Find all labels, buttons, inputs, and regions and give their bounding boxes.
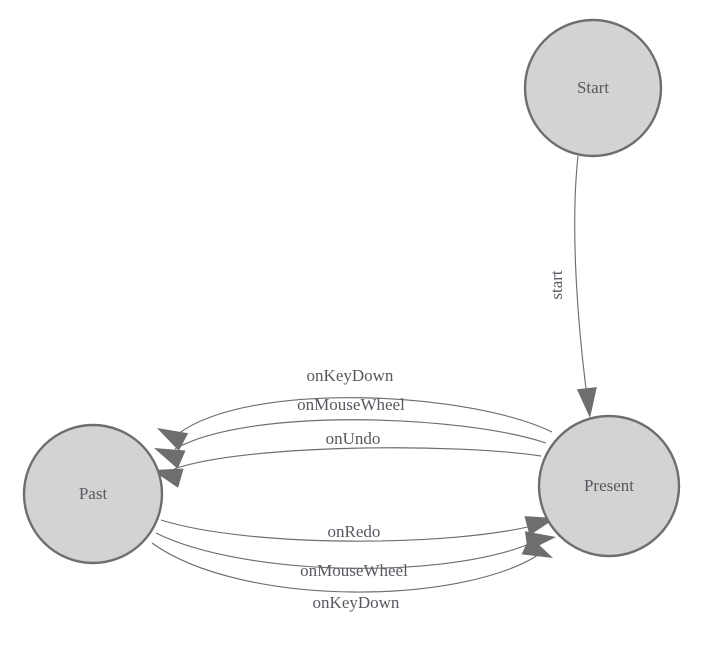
edge-label-e-present-past-onundo: onUndo [326,429,381,448]
edge-label-e-past-present-onkeydown: onKeyDown [313,593,400,612]
edge-label-e-present-past-onmousewheel: onMouseWheel [297,395,405,414]
node-present-label: Present [584,476,634,495]
edge-e-past-present-onmousewheel [155,532,541,569]
node-present[interactable]: Present [537,414,681,558]
node-start-label: Start [577,78,609,97]
arrowhead-a-present-in-3 [521,536,553,558]
edges-layer [151,155,589,593]
edge-e-present-past-onkeydown [177,397,553,435]
edge-label-e-past-present-onmousewheel: onMouseWheel [300,561,408,580]
edge-label-e-start-present: start [547,270,566,300]
edge-e-present-past-onundo [173,447,542,470]
arrowhead-a-present-in-start [576,387,597,418]
node-start-circle[interactable] [523,18,663,158]
arrowhead-a-past-in-1 [157,428,189,451]
edge-e-present-past-onmousewheel [174,419,547,450]
node-past[interactable]: Past [22,423,164,565]
node-past-label: Past [79,484,108,503]
edge-e-start-present [574,155,589,405]
arrowhead-a-past-in-2 [154,448,186,469]
edge-labels-layer: start onKeyDown onMouseWheel onUndo onRedo on… [297,270,566,612]
edge-label-e-present-past-onkeydown: onKeyDown [307,366,394,385]
edge-e-past-present-onkeydown [151,542,545,593]
edge-label-e-past-present-onredo: onRedo [328,522,381,541]
node-start[interactable]: Start [523,18,663,158]
node-present-circle[interactable] [537,414,681,558]
edge-e-past-present-onredo [160,519,541,542]
node-past-circle[interactable] [22,423,164,565]
